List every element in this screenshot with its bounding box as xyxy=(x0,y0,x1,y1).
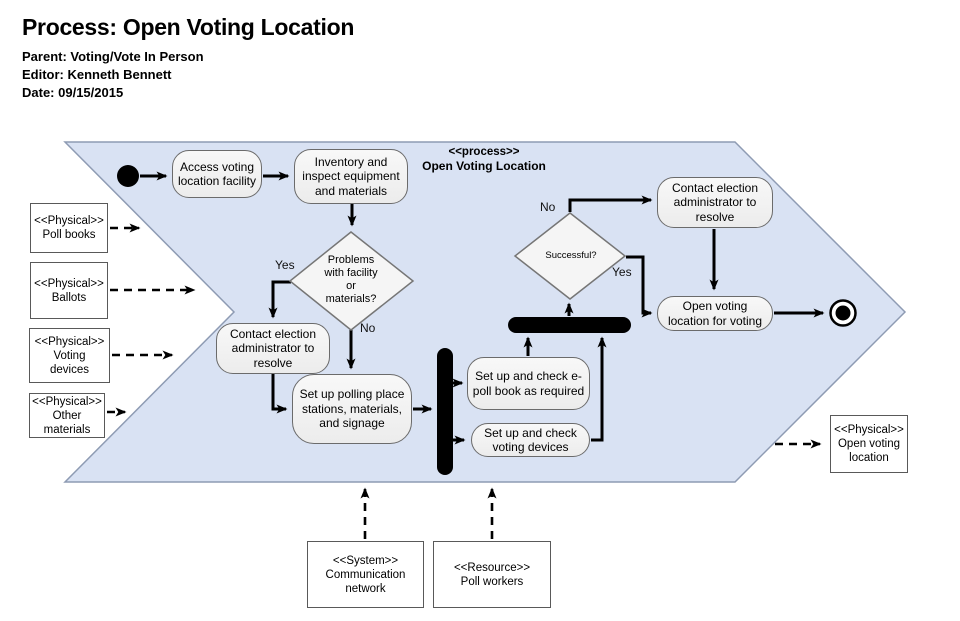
activity-setup-polling-place: Set up polling place stations, materials… xyxy=(292,374,412,444)
process-name: Open Voting Location xyxy=(422,159,546,173)
activity-label: Set up and check voting devices xyxy=(484,425,577,455)
edge-label-yes-1: Yes xyxy=(275,258,295,272)
activity-label: Set up and check e-poll book as required xyxy=(472,369,585,398)
activity-setup-epoll-book: Set up and check e-poll book as required xyxy=(467,357,590,410)
start-node xyxy=(117,165,139,187)
stereotype-label: <<System>> xyxy=(332,554,399,567)
activity-label: Inventory and inspect equipment and mate… xyxy=(302,154,400,198)
input-voting-devices: <<Physical>> Voting devices xyxy=(29,328,110,383)
stereotype-label: <<Physical>> xyxy=(34,215,104,227)
diagram-header: Process: Open Voting Location Parent: Vo… xyxy=(22,14,354,102)
parent-line: Parent: Voting/Vote In Person xyxy=(22,49,204,64)
stereotype-label: <<Physical>> xyxy=(32,395,102,408)
object-name: Communication network xyxy=(325,568,406,595)
decision-successful-shape xyxy=(513,212,627,300)
process-stereotype: <<process>> xyxy=(448,146,520,158)
activity-contact-admin-1: Contact election administrator to resolv… xyxy=(216,323,330,374)
stereotype-label: <<Physical>> xyxy=(34,277,104,290)
end-node-core xyxy=(835,305,851,321)
join-bar xyxy=(508,317,631,333)
edge-label-no-1: No xyxy=(360,321,376,335)
decision-problems-label: Problems with facility or materials? xyxy=(324,254,378,305)
page-title: Process: Open Voting Location xyxy=(22,14,355,40)
editor-line: Editor: Kenneth Bennett xyxy=(22,67,172,82)
edge-label-no-2: No xyxy=(540,200,556,214)
fork-bar xyxy=(437,348,453,475)
flow-successful-no-contact2 xyxy=(568,195,653,212)
activity-inventory-inspect: Inventory and inspect equipment and mate… xyxy=(294,149,408,204)
object-name: Poll books xyxy=(42,229,96,241)
decision-successful-label: Successful? xyxy=(545,250,597,261)
activity-label: Set up polling place stations, materials… xyxy=(299,387,405,431)
flow-devices-join xyxy=(591,336,607,442)
date-line: Date: 09/15/2015 xyxy=(22,85,124,100)
object-name: Open voting location xyxy=(837,438,900,464)
decision-problems-shape xyxy=(288,231,415,331)
input-poll-books: <<Physical>> Poll books xyxy=(30,203,108,253)
stereotype-label: <<Resource>> xyxy=(453,561,531,574)
output-open-voting-location: <<Physical>> Open voting location xyxy=(830,415,908,473)
resource-poll-workers: <<Resource>> Poll workers xyxy=(433,541,551,608)
activity-label: Access voting location facility xyxy=(177,159,257,189)
stereotype-label: <<Physical>> xyxy=(834,424,904,436)
resource-communication-network: <<System>> Communication network xyxy=(307,541,424,608)
edge-label-yes-2: Yes xyxy=(612,265,632,279)
activity-label: Contact election administrator to resolv… xyxy=(229,326,317,370)
object-name: Other materials xyxy=(43,409,91,436)
object-name: Voting devices xyxy=(50,349,89,376)
stereotype-label: <<Physical>> xyxy=(34,335,105,348)
activity-label: Open voting location for voting xyxy=(667,299,763,328)
flow-contact1-setup xyxy=(271,374,288,414)
flow-problems-yes-contact1 xyxy=(268,280,291,319)
flow-successful-yes-open xyxy=(626,255,653,318)
activity-label: Contact election administrator to resolv… xyxy=(671,180,759,224)
activity-open-voting-location: Open voting location for voting xyxy=(657,296,773,331)
object-name: Poll workers xyxy=(460,575,524,588)
object-name: Ballots xyxy=(51,291,87,304)
input-other-materials: <<Physical>> Other materials xyxy=(29,393,105,438)
activity-access-voting-facility: Access voting location facility xyxy=(172,150,262,198)
activity-contact-admin-2: Contact election administrator to resolv… xyxy=(657,177,773,228)
input-ballots: <<Physical>> Ballots xyxy=(30,262,108,319)
process-stereotype-label: <<process>> Open Voting Location xyxy=(404,145,564,173)
activity-setup-voting-devices: Set up and check voting devices xyxy=(471,423,590,457)
